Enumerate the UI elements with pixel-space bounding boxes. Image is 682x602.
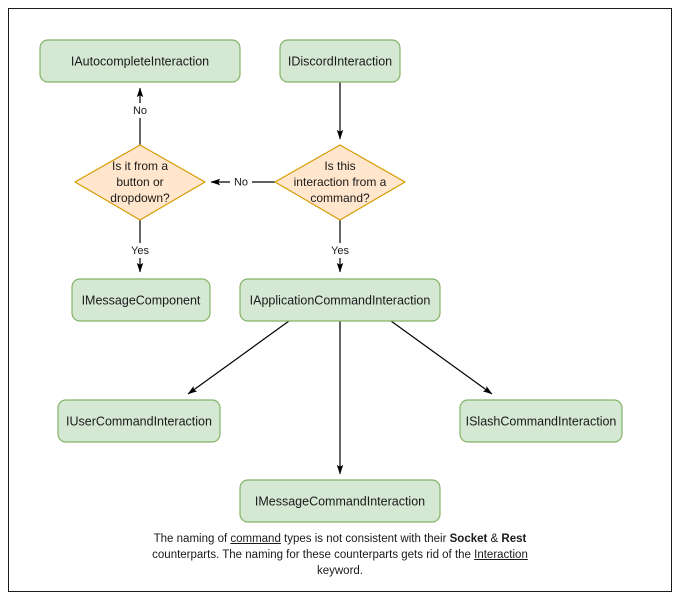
node-application-command-interaction[interactable]: IApplicationCommandInteraction (239, 278, 441, 322)
caption-text-5: keyword. (316, 565, 364, 577)
caption-underline-command: command (230, 533, 281, 545)
node-discord-interaction[interactable]: IDiscordInteraction (279, 39, 401, 83)
caption-text-amp: & (487, 533, 502, 545)
node-decision-button-or-dropdown-shape[interactable] (74, 144, 206, 221)
caption-line-2: Socket & Rest counterparts. The naming f… (152, 533, 526, 561)
edge-decision-button-to-autocomplete: No (129, 87, 152, 145)
node-application-command-interaction-box[interactable] (239, 278, 441, 322)
node-autocomplete-interaction[interactable]: IAutocompleteInteraction (39, 39, 241, 83)
caption-text-4: counterparts gets rid of the (334, 549, 475, 561)
caption-text-1: The naming of (153, 533, 231, 545)
caption-bold-socket: Socket (449, 533, 488, 545)
node-message-component[interactable]: IMessageComponent (71, 278, 211, 322)
node-decision-from-command[interactable]: Is this interaction from a command? (274, 144, 406, 221)
node-message-command-interaction[interactable]: IMessageCommandInteraction (239, 479, 441, 523)
node-slash-command-interaction[interactable]: ISlashCommandInteraction (459, 399, 623, 443)
caption-bold-rest: Rest (501, 533, 527, 545)
node-message-component-box[interactable] (71, 278, 211, 322)
caption-line-1: The naming of command types is not consi… (154, 533, 447, 545)
node-user-command-interaction-box[interactable] (57, 399, 221, 443)
caption-underline-interaction: Interaction (474, 549, 528, 561)
edge-decision-command-to-application-command: Yes (327, 220, 354, 273)
caption-line-3: counterparts gets rid of the Interaction… (317, 549, 528, 577)
node-user-command-interaction[interactable]: IUserCommandInteraction (57, 399, 221, 443)
diagram-caption: The naming of command types is not consi… (130, 531, 550, 579)
caption-text-2: types is not consistent with their (280, 533, 447, 545)
node-autocomplete-interaction-box[interactable] (39, 39, 241, 83)
node-decision-from-command-shape[interactable] (274, 144, 406, 221)
edge-decision-button-to-message-component: Yes (127, 220, 154, 273)
edge-application-command-to-user-command (187, 320, 290, 395)
node-discord-interaction-box[interactable] (279, 39, 401, 83)
node-decision-button-or-dropdown[interactable]: Is it from a button or dropdown? (74, 144, 206, 221)
node-message-command-interaction-box[interactable] (239, 479, 441, 523)
node-slash-command-interaction-box[interactable] (459, 399, 623, 443)
caption-text-3: counterparts. The naming for these (152, 549, 331, 561)
edge-decision-command-to-decision-button: No (210, 174, 275, 189)
edge-application-command-to-slash-command (390, 320, 493, 395)
